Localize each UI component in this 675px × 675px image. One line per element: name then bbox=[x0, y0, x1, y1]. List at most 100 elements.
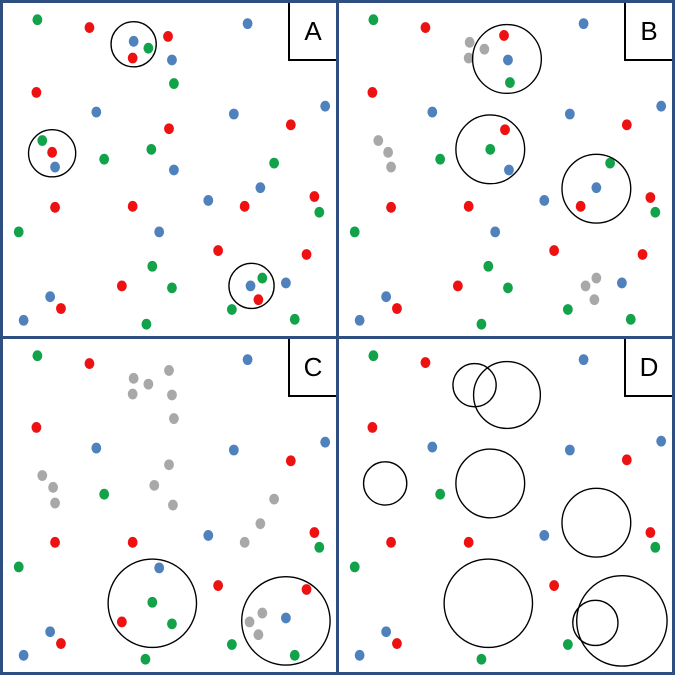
blue-dot bbox=[320, 436, 331, 448]
gray-dot bbox=[463, 52, 474, 64]
green-dot bbox=[32, 14, 43, 26]
red-dot bbox=[56, 303, 66, 314]
green-dot bbox=[562, 639, 573, 650]
red-dot bbox=[386, 536, 396, 548]
green-dot bbox=[289, 313, 300, 325]
green-dot bbox=[146, 143, 157, 155]
gray-dot bbox=[239, 536, 250, 548]
blue-dot bbox=[228, 444, 239, 456]
red-dot bbox=[56, 638, 66, 649]
green-dot bbox=[99, 153, 110, 165]
red-dot bbox=[285, 119, 296, 131]
red-dot bbox=[420, 357, 431, 368]
red-dot bbox=[645, 527, 656, 538]
selection-circle bbox=[241, 576, 331, 666]
green-dot bbox=[269, 157, 280, 169]
red-dot bbox=[47, 146, 58, 158]
panel-d-plot bbox=[349, 350, 668, 667]
gray-dot bbox=[257, 607, 268, 619]
red-dot bbox=[637, 249, 648, 260]
gray-dot bbox=[255, 518, 266, 530]
green-dot bbox=[37, 135, 48, 146]
blue-dot bbox=[427, 106, 438, 118]
green-dot bbox=[349, 226, 360, 238]
blue-dot bbox=[564, 444, 575, 456]
green-dot bbox=[562, 304, 573, 315]
blue-dot bbox=[504, 164, 514, 176]
red-dot bbox=[386, 201, 396, 213]
panel-c: C bbox=[0, 336, 339, 675]
green-dot bbox=[226, 304, 237, 315]
blue-dot bbox=[242, 18, 253, 30]
panel-c-plot bbox=[13, 350, 331, 666]
red-dot bbox=[549, 245, 560, 256]
green-dot bbox=[476, 318, 487, 330]
blue-dot bbox=[91, 106, 102, 118]
gray-dot bbox=[373, 135, 384, 146]
red-dot bbox=[367, 86, 378, 98]
red-dot bbox=[84, 358, 95, 369]
panel-a-label: A bbox=[288, 3, 336, 61]
green-dot bbox=[483, 260, 494, 272]
red-dot bbox=[645, 192, 656, 203]
red-dot bbox=[420, 22, 431, 33]
red-dot bbox=[116, 280, 127, 292]
selection-circle bbox=[27, 129, 77, 178]
red-dot bbox=[392, 303, 402, 314]
selection-circle bbox=[107, 558, 198, 649]
green-dot bbox=[485, 143, 496, 155]
panel-b-plot bbox=[349, 14, 667, 330]
blue-dot bbox=[50, 161, 60, 173]
red-dot bbox=[301, 249, 312, 260]
blue-dot bbox=[280, 277, 291, 289]
blue-dot bbox=[242, 354, 253, 366]
green-dot bbox=[650, 206, 661, 218]
panel-b-label: B bbox=[624, 3, 672, 61]
blue-dot bbox=[490, 226, 501, 238]
blue-dot bbox=[427, 441, 438, 453]
selection-circle bbox=[455, 114, 526, 185]
green-dot bbox=[314, 206, 325, 218]
red-dot bbox=[549, 580, 560, 591]
gray-dot bbox=[149, 479, 160, 491]
green-dot bbox=[368, 14, 379, 26]
blue-dot bbox=[203, 530, 214, 541]
green-dot bbox=[314, 541, 325, 553]
blue-dot bbox=[381, 626, 392, 638]
green-dot bbox=[435, 153, 446, 165]
blue-dot bbox=[591, 182, 602, 194]
blue-dot bbox=[539, 195, 550, 206]
blue-dot bbox=[656, 435, 667, 447]
blue-dot bbox=[203, 195, 214, 206]
gray-dot bbox=[50, 497, 60, 509]
green-dot bbox=[140, 653, 151, 665]
green-dot bbox=[349, 561, 360, 573]
green-dot bbox=[99, 488, 110, 500]
red-dot bbox=[463, 200, 474, 212]
selection-circle bbox=[576, 575, 668, 667]
panel-a: A bbox=[0, 0, 339, 339]
red-dot bbox=[621, 119, 632, 131]
gray-dot bbox=[48, 481, 59, 493]
panel-d-label: D bbox=[624, 339, 672, 397]
blue-dot bbox=[616, 277, 627, 289]
red-dot bbox=[164, 123, 174, 135]
red-dot bbox=[127, 536, 138, 548]
selection-circle bbox=[362, 461, 408, 506]
red-dot bbox=[392, 638, 402, 649]
green-dot bbox=[226, 639, 237, 650]
selection-circle bbox=[561, 487, 632, 558]
blue-dot bbox=[128, 35, 139, 47]
green-dot bbox=[169, 78, 179, 89]
red-dot bbox=[575, 200, 586, 212]
blue-dot bbox=[381, 291, 392, 303]
selection-circle bbox=[472, 360, 542, 430]
red-dot bbox=[500, 124, 510, 136]
gray-dot bbox=[479, 43, 490, 55]
gray-dot bbox=[169, 413, 179, 424]
blue-dot bbox=[167, 54, 177, 66]
red-dot bbox=[285, 455, 296, 467]
green-dot bbox=[257, 272, 268, 284]
blue-dot bbox=[154, 226, 165, 238]
green-dot bbox=[503, 282, 513, 294]
